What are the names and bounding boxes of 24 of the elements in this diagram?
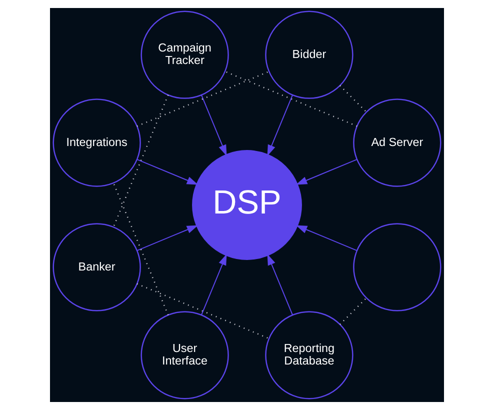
node-circle: User Interface xyxy=(140,311,228,400)
arrow xyxy=(295,225,357,251)
node-circle: Reporting Database xyxy=(264,311,353,400)
arrow xyxy=(136,225,198,251)
node-circle: Banker xyxy=(52,223,140,312)
connector xyxy=(112,94,168,228)
arrow xyxy=(266,94,292,156)
connector xyxy=(224,70,357,127)
connector xyxy=(136,283,269,340)
arrow xyxy=(200,94,226,156)
arrow xyxy=(200,254,226,316)
node-circle: Campaign Tracker xyxy=(140,10,228,99)
connector xyxy=(112,182,168,316)
arrow xyxy=(295,159,357,185)
node-circle: Integrations xyxy=(52,98,140,187)
node-circle: Ad Server xyxy=(352,98,441,187)
arrow xyxy=(266,254,292,316)
node-circle: Bidder xyxy=(264,10,353,99)
connector xyxy=(339,85,366,112)
arrow xyxy=(136,159,198,185)
node-circle: DSP xyxy=(192,150,302,260)
node-circle xyxy=(352,223,441,312)
connector xyxy=(136,70,269,127)
connector xyxy=(339,298,366,325)
